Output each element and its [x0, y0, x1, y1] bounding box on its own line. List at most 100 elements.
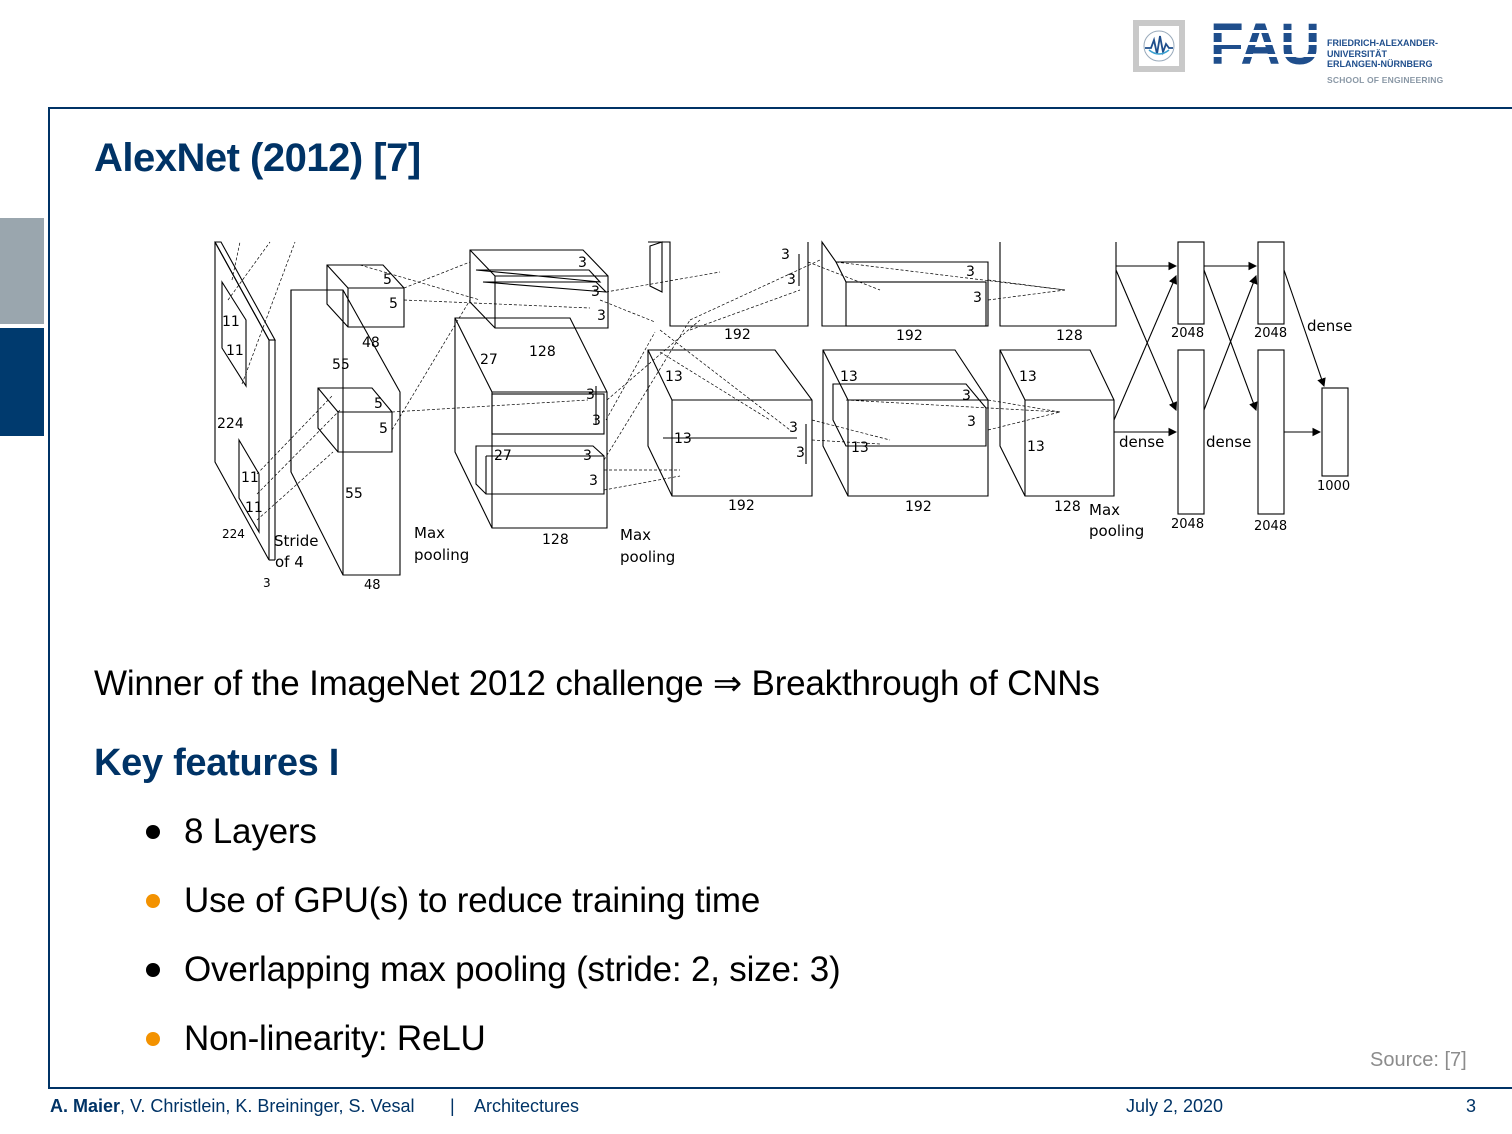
- diagram-label: dense: [1307, 317, 1352, 335]
- lab-logo: [1133, 20, 1185, 72]
- frame-left-rule: [48, 107, 50, 1089]
- diagram-label: 3: [781, 247, 790, 263]
- university-name: FRIEDRICH-ALEXANDER- UNIVERSITÄT ERLANGE…: [1327, 38, 1438, 70]
- diagram-label: 13: [665, 369, 683, 385]
- diagram-label: 3: [796, 445, 805, 461]
- diagram-label: 2048: [1254, 519, 1287, 534]
- school-name: SCHOOL OF ENGINEERING: [1327, 75, 1444, 85]
- diagram-label: dense: [1206, 433, 1251, 451]
- diagram-label: pooling: [1089, 522, 1144, 540]
- diagram-label: Max: [620, 526, 651, 544]
- diagram-label: 11: [222, 314, 240, 330]
- section-tab-active: [0, 328, 44, 436]
- footer-topic: Architectures: [474, 1096, 580, 1116]
- diagram-label: 192: [896, 328, 923, 344]
- diagram-label: 55: [332, 357, 350, 373]
- frame-top-rule: [48, 107, 1512, 109]
- bullet-icon: [146, 1032, 160, 1046]
- list-item-text: 8 Layers: [184, 812, 317, 851]
- winner-statement: Winner of the ImageNet 2012 challenge ⇒ …: [94, 664, 1100, 703]
- diagram-label: 192: [724, 327, 751, 343]
- diagram-label: 128: [529, 344, 556, 360]
- diagram-label: 27: [494, 448, 512, 464]
- bullet-icon: [146, 894, 160, 908]
- diagram-label: pooling: [414, 546, 469, 564]
- diagram-label: 3: [592, 413, 601, 429]
- bullet-icon: [146, 825, 160, 839]
- diagram-label: 128: [1054, 499, 1081, 515]
- diagram-label: 3: [589, 473, 598, 489]
- diagram-label: 13: [1027, 439, 1045, 455]
- frame-bottom-rule: [48, 1087, 1512, 1089]
- footer-separator: |: [450, 1096, 455, 1116]
- diagram-label: pooling: [620, 548, 675, 566]
- footer-date: July 2, 2020: [1126, 1096, 1224, 1116]
- list-item-text: Non-linearity: ReLU: [184, 1019, 486, 1058]
- diagram-label: 3: [578, 255, 587, 271]
- footer-lead-author: A. Maier: [50, 1096, 121, 1116]
- diagram-label: 55: [345, 486, 363, 502]
- diagram-label: 48: [364, 578, 381, 593]
- diagram-label: 224: [217, 416, 244, 432]
- diagram-label: 1000: [1317, 479, 1350, 494]
- fau-logo: FAU: [1210, 18, 1322, 68]
- source-citation: Source: [7]: [1370, 1049, 1467, 1071]
- list-item-text: Use of GPU(s) to reduce training time: [184, 881, 761, 920]
- diagram-label: Max: [1089, 501, 1120, 519]
- list-item: Non-linearity: ReLU: [140, 1019, 841, 1088]
- diagram-label: 2048: [1171, 326, 1204, 341]
- diagram-label: 3: [586, 387, 595, 403]
- diagram-label: 13: [1019, 369, 1037, 385]
- alexnet-architecture-diagram: 224 224 3 11 11 11 11 Stride of 4 55 55 …: [214, 240, 1352, 593]
- diagram-label: 3: [583, 448, 592, 464]
- diagram-label: 3: [967, 414, 976, 430]
- diagram-label: Stride: [274, 532, 319, 550]
- diagram-label: 11: [226, 343, 244, 359]
- list-item: Overlapping max pooling (stride: 2, size…: [140, 950, 841, 1019]
- diagram-label: 3: [263, 576, 271, 590]
- section-tab-inactive: [0, 218, 44, 324]
- diagram-label: 192: [728, 498, 755, 514]
- diagram-label: 5: [389, 296, 398, 312]
- diagram-label: 3: [787, 272, 796, 288]
- university-line: FRIEDRICH-ALEXANDER-: [1327, 38, 1438, 48]
- diagram-label: 2048: [1171, 517, 1204, 532]
- waveform-icon: [1143, 30, 1175, 62]
- feature-list: 8 Layers Use of GPU(s) to reduce trainin…: [140, 812, 841, 1088]
- university-line: ERLANGEN-NÜRNBERG: [1327, 59, 1433, 69]
- diagram-label: 2048: [1254, 326, 1287, 341]
- list-item-text: Overlapping max pooling (stride: 2, size…: [184, 950, 841, 989]
- diagram-label: 128: [1056, 328, 1083, 344]
- diagram-label: of 4: [275, 553, 304, 571]
- diagram-label: 5: [379, 421, 388, 437]
- diagram-label: 3: [973, 290, 982, 306]
- diagram-label: 13: [674, 431, 692, 447]
- diagram-label: 3: [962, 388, 971, 404]
- section-heading: Key features I: [94, 742, 340, 784]
- page-number: 3: [1466, 1096, 1477, 1116]
- diagram-label: 128: [542, 532, 569, 548]
- diagram-label: 13: [840, 369, 858, 385]
- diagram-label: 11: [241, 470, 259, 486]
- bullet-icon: [146, 963, 160, 977]
- university-line: UNIVERSITÄT: [1327, 48, 1388, 59]
- diagram-label: 5: [374, 396, 383, 412]
- diagram-label: 3: [597, 308, 606, 324]
- diagram-label: dense: [1119, 433, 1164, 451]
- diagram-label: 27: [480, 352, 498, 368]
- footer-authors: A. Maier, V. Christlein, K. Breininger, …: [50, 1096, 415, 1117]
- diagram-label: 3: [789, 420, 798, 436]
- diagram-label: Max: [414, 524, 445, 542]
- diagram-label: 192: [905, 499, 932, 515]
- slide-title: AlexNet (2012) [7]: [94, 136, 421, 180]
- list-item: Use of GPU(s) to reduce training time: [140, 881, 841, 950]
- diagram-label: 13: [851, 440, 869, 456]
- diagram-label: 3: [966, 264, 975, 280]
- diagram-label: 3: [591, 284, 600, 300]
- footer-coauthors: , V. Christlein, K. Breininger, S. Vesal: [120, 1096, 415, 1116]
- diagram-label: 5: [383, 272, 392, 288]
- diagram-label: 11: [245, 500, 263, 516]
- diagram-label: 48: [362, 335, 380, 351]
- diagram-label: 224: [222, 527, 245, 541]
- list-item: 8 Layers: [140, 812, 841, 881]
